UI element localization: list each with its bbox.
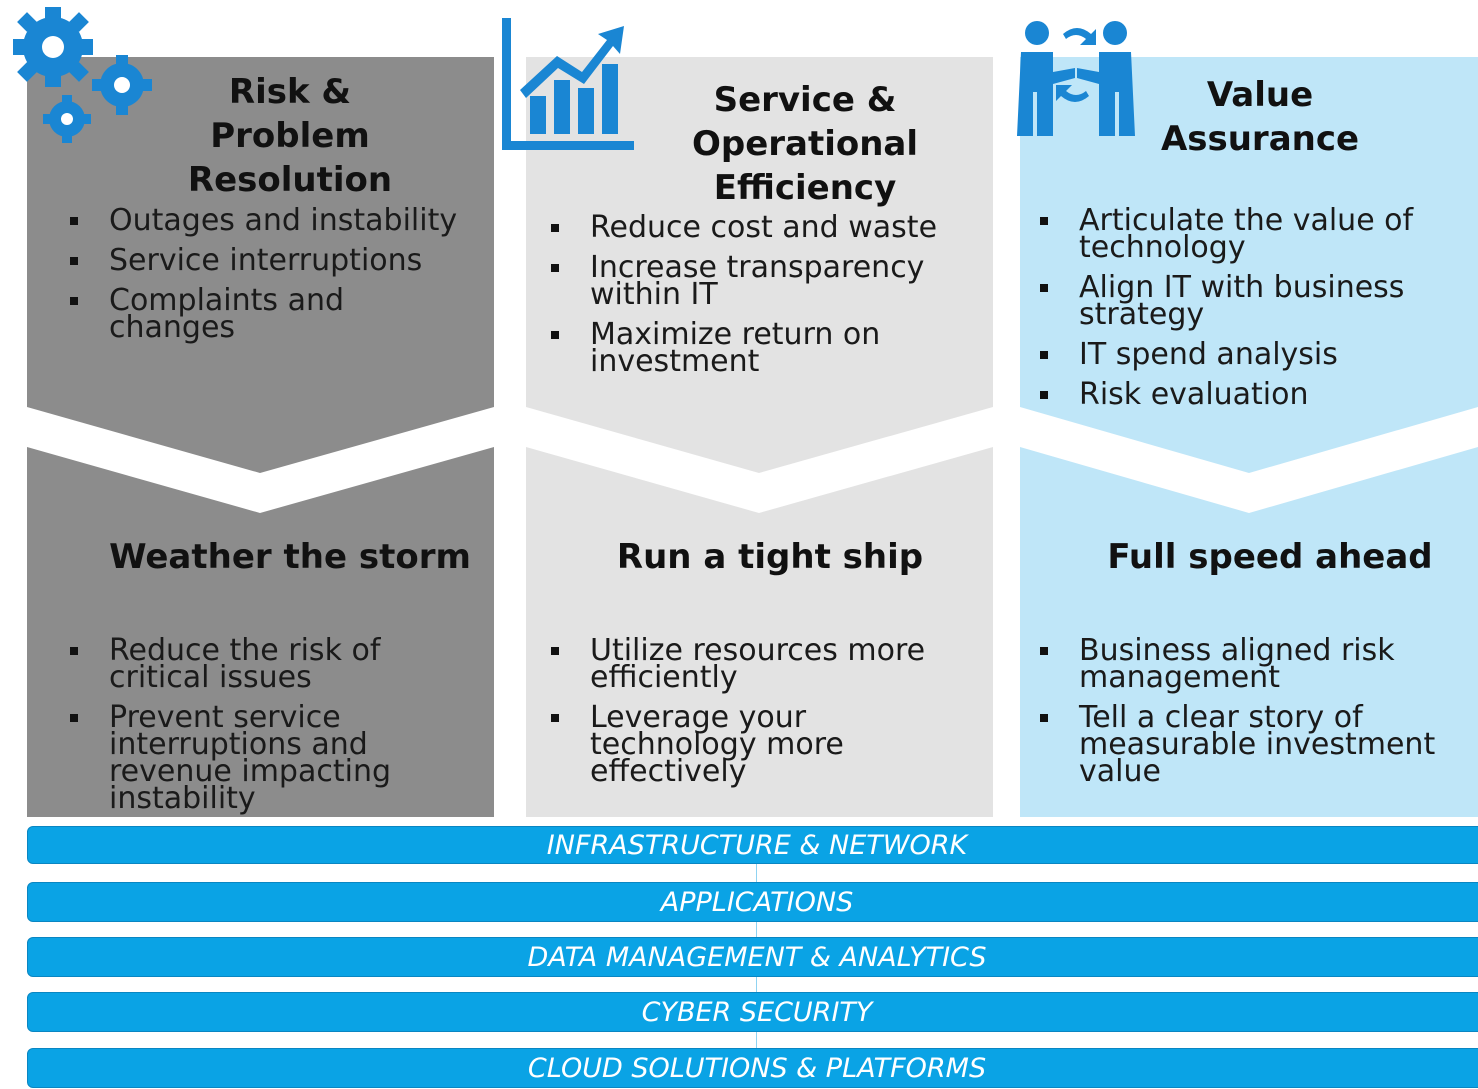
list-item: Business aligned risk management — [1025, 636, 1419, 693]
people-exchange-icon — [1017, 21, 1135, 136]
band-cloud-solutions-platforms: CLOUD SOLUTIONS & PLATFORMS — [27, 1048, 1478, 1088]
column-3-subtitle: Full speed ahead — [1107, 537, 1433, 577]
list-item: Increase transparency within IT — [536, 253, 960, 310]
band-infrastructure-network: INFRASTRUCTURE & NETWORK — [27, 826, 1478, 864]
list-item: Reduce cost and waste — [536, 213, 986, 243]
column-1-subtitle: Weather the storm — [109, 537, 471, 577]
list-item: Articulate the value of technology — [1025, 206, 1459, 263]
column-3-bullets: Articulate the value of technology Align… — [1025, 206, 1465, 421]
list-item: Prevent service interruptions and revenu… — [55, 703, 409, 814]
list-item: Risk evaluation — [1025, 380, 1465, 410]
column-2-subtitle: Run a tight ship — [616, 537, 924, 577]
list-item: Outages and instability — [55, 206, 485, 236]
list-item: Service interruptions — [55, 246, 485, 276]
band-cyber-security: CYBER SECURITY — [27, 992, 1478, 1032]
column-3-title: Value Assurance — [1160, 75, 1360, 159]
growth-chart-icon — [502, 18, 634, 150]
list-item: Complaints and changes — [55, 286, 379, 343]
column-1-top-chevron — [27, 57, 494, 473]
band-applications: APPLICATIONS — [27, 882, 1478, 922]
column-3-sub-bullets: Business aligned risk management Tell a … — [1025, 636, 1465, 798]
list-item: Utilize resources more efficiently — [536, 636, 950, 693]
column-3-top-chevron — [1020, 57, 1478, 473]
column-1-sub-bullets: Reduce the risk of critical issues Preve… — [55, 636, 435, 825]
gears-icon — [13, 7, 152, 143]
column-2-sub-bullets: Utilize resources more efficiently Lever… — [536, 636, 956, 798]
column-3-bottom-chevron — [1020, 447, 1478, 817]
column-1-bottom-chevron — [27, 447, 494, 817]
column-2-top-chevron — [526, 57, 993, 473]
list-item: IT spend analysis — [1025, 340, 1465, 370]
column-2-bottom-chevron — [526, 447, 993, 817]
list-item: Maximize return on investment — [536, 320, 930, 377]
list-item: Reduce the risk of critical issues — [55, 636, 409, 693]
list-item: Tell a clear story of measurable investm… — [1025, 703, 1464, 787]
column-2-bullets: Reduce cost and waste Increase transpare… — [536, 213, 986, 388]
column-2-title: Service & Operational Efficiency — [691, 80, 919, 208]
band-data-management-analytics: DATA MANAGEMENT & ANALYTICS — [27, 937, 1478, 977]
column-1-bullets: Outages and instability Service interrup… — [55, 206, 485, 354]
column-1-title: Risk & Problem Resolution — [187, 72, 393, 200]
list-item: Align IT with business strategy — [1025, 273, 1429, 330]
list-item: Leverage your technology more effectivel… — [536, 703, 900, 787]
